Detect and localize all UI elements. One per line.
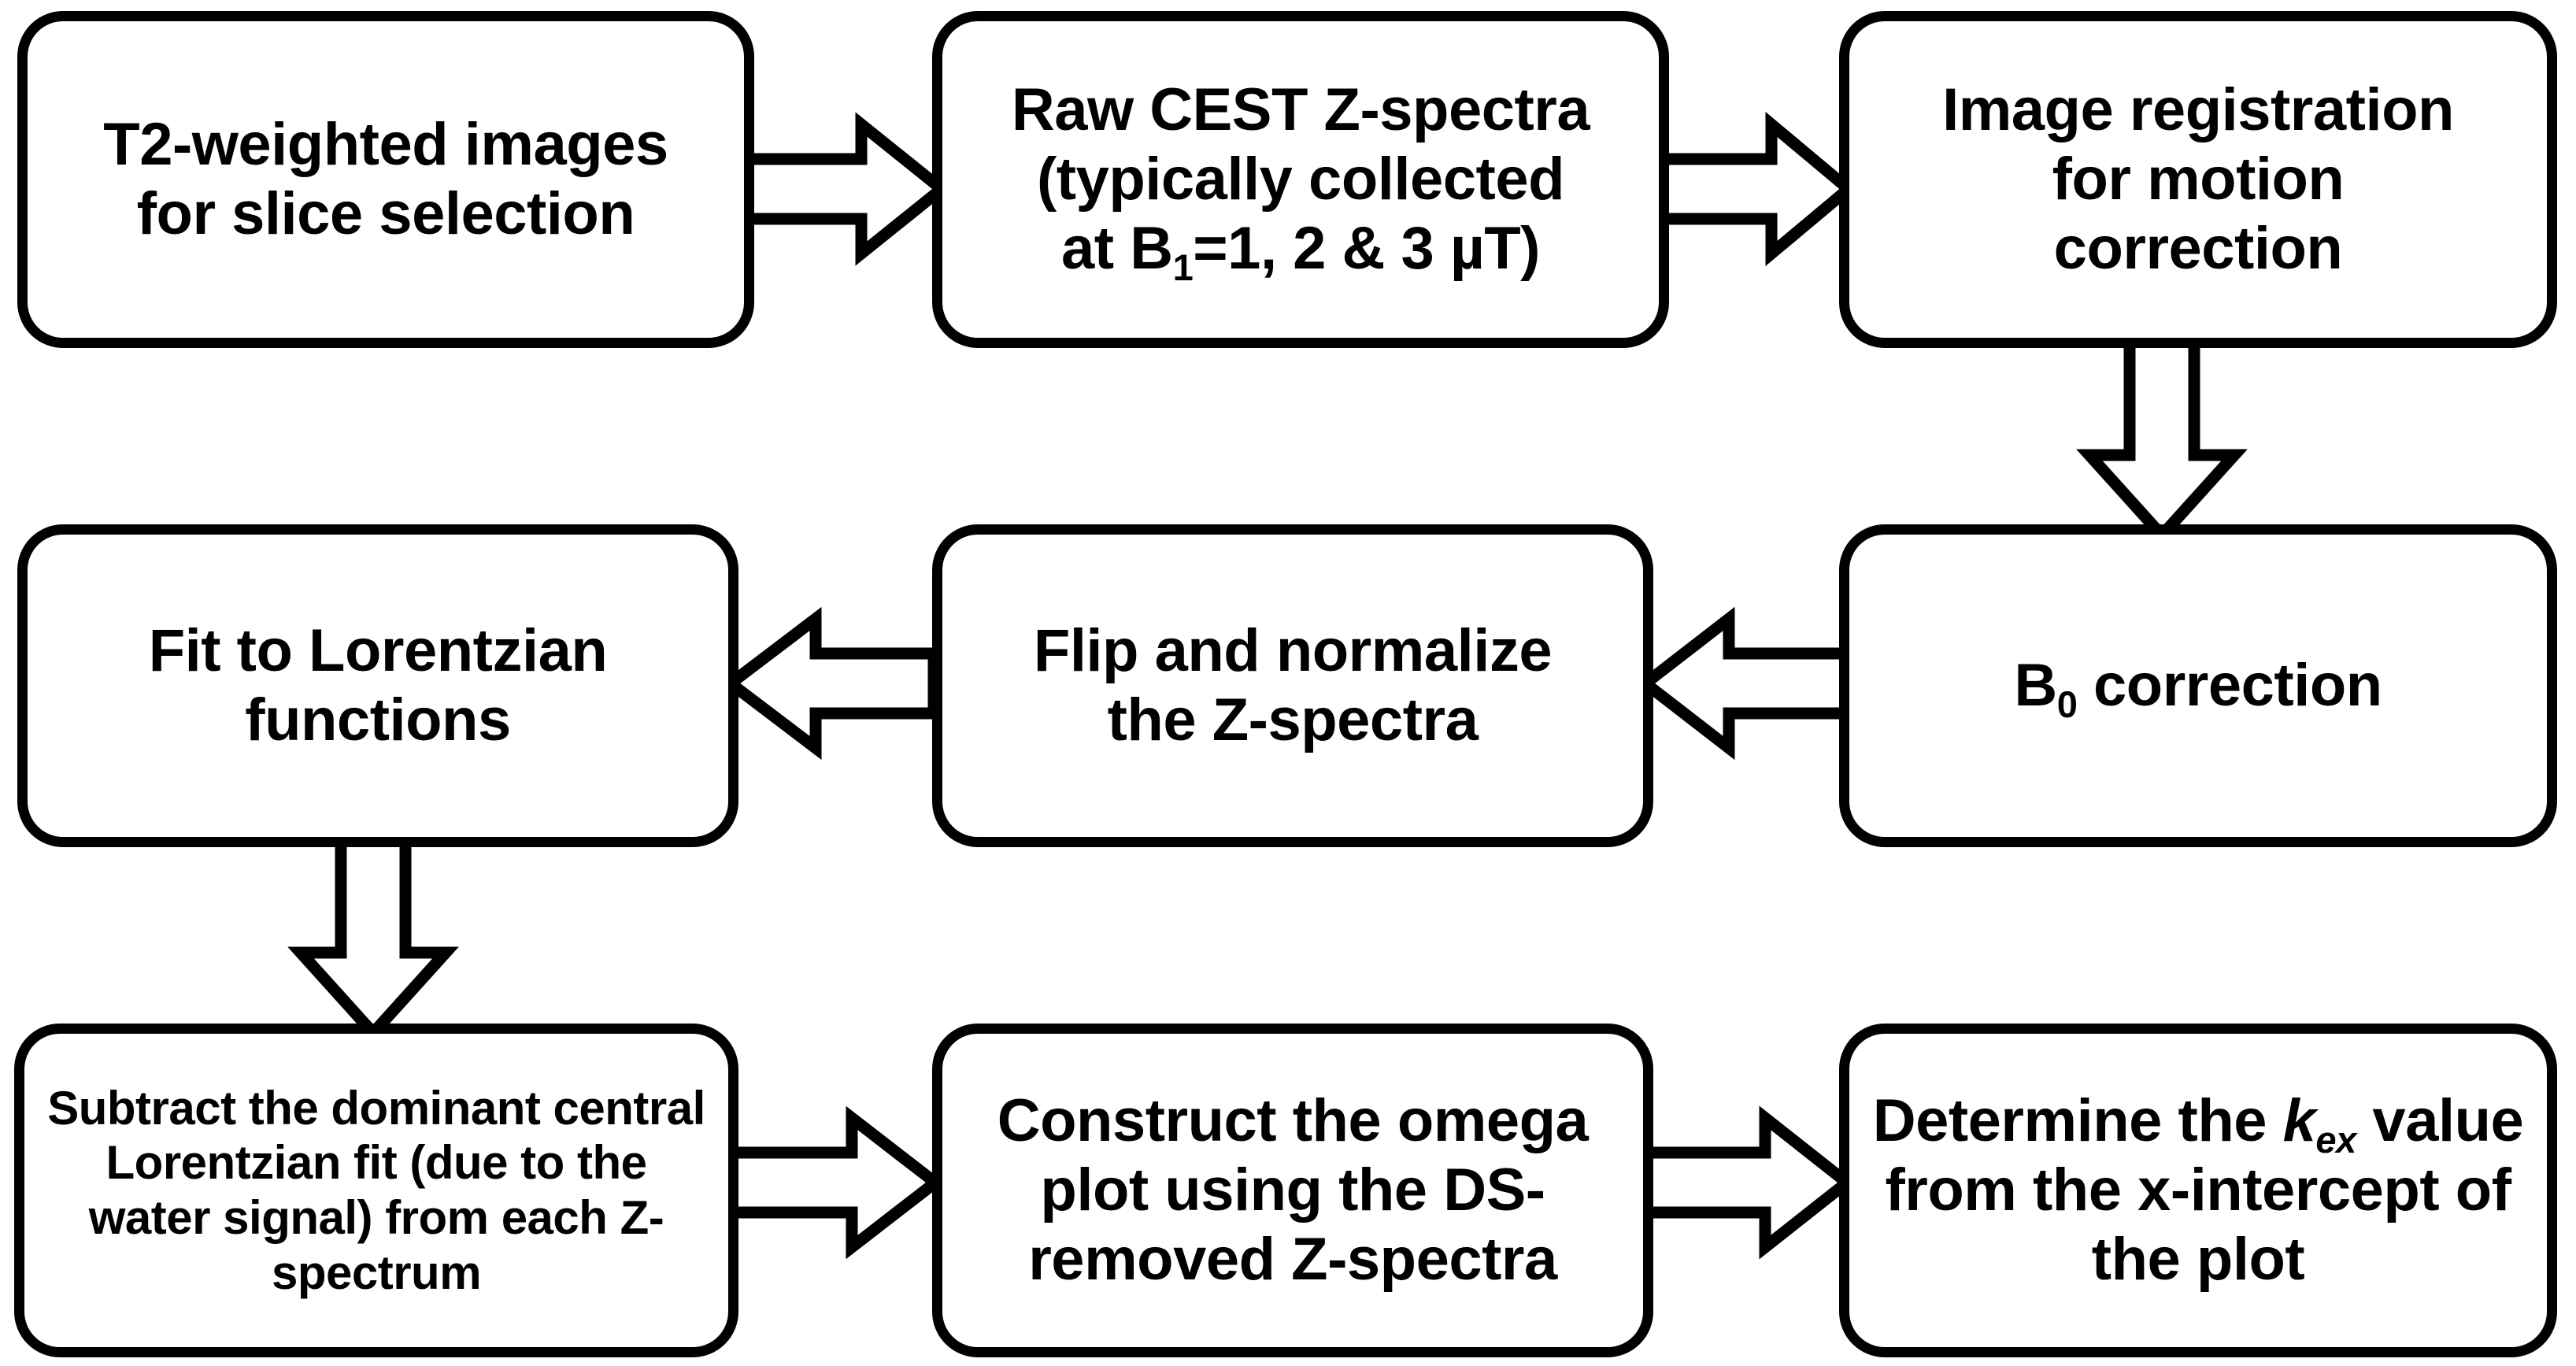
node-label: Flip and normalize the Z-spectra [1033, 616, 1553, 753]
kex-suffix: value from the x-intercept of the plot [1885, 1087, 2524, 1294]
arrow-left-flip-to-fit [720, 606, 940, 761]
node-t2-weighted-images[interactable]: T2-weighted images for slice selection [17, 11, 754, 348]
kex-prefix: Determine the [1872, 1087, 2283, 1154]
kex-variable: k [2282, 1087, 2316, 1154]
line-1: Raw CEST Z-spectra [1011, 76, 1590, 143]
node-label: Determine the kex value from the x-inter… [1849, 1087, 2547, 1294]
arrow-down-registration-to-b0 [2076, 334, 2248, 545]
arrow-right-omega-to-kex [1641, 1105, 1857, 1260]
node-label: B0 correction [1849, 651, 2547, 723]
node-label: T2-weighted images for slice selection [103, 110, 668, 247]
arrow-right-raw-to-registration [1652, 111, 1858, 267]
subscript-ex: ex [2315, 1118, 2356, 1161]
node-label: Fit to Lorentzian functions [148, 616, 608, 753]
line-3-prefix: at B [1061, 215, 1173, 283]
arrow-right-t2-to-raw [737, 112, 951, 266]
node-subtract-dominant-lorentzian[interactable]: Subtract the dominant central Lorentzian… [14, 1024, 738, 1357]
arrow-down-fit-to-subtract [287, 833, 459, 1042]
arrow-right-subtract-to-omega [726, 1105, 946, 1260]
b0-prefix: B [2014, 651, 2057, 719]
node-construct-omega-plot[interactable]: Construct the omega plot using the DS-re… [932, 1024, 1653, 1357]
node-determine-kex-value[interactable]: Determine the kex value from the x-inter… [1839, 1024, 2557, 1357]
node-image-registration[interactable]: Image registration for motion correction [1839, 11, 2557, 348]
subscript-zero: 0 [2056, 683, 2078, 725]
node-label: Subtract the dominant central Lorentzian… [47, 1081, 705, 1299]
arrow-left-b0-to-flip [1635, 606, 1853, 761]
node-b0-correction[interactable]: B0 correction [1839, 524, 2557, 847]
line-3-suffix: =1, 2 & 3 µT) [1193, 215, 1540, 283]
node-flip-and-normalize[interactable]: Flip and normalize the Z-spectra [932, 524, 1653, 847]
node-label: Construct the omega plot using the DS-re… [997, 1087, 1589, 1294]
subscript-one: 1 [1172, 246, 1194, 289]
node-fit-to-lorentzian[interactable]: Fit to Lorentzian functions [17, 524, 738, 847]
b0-suffix: correction [2077, 651, 2382, 719]
node-label: Image registration for motion correction [1942, 76, 2454, 283]
line-2: (typically collected [1036, 145, 1565, 213]
